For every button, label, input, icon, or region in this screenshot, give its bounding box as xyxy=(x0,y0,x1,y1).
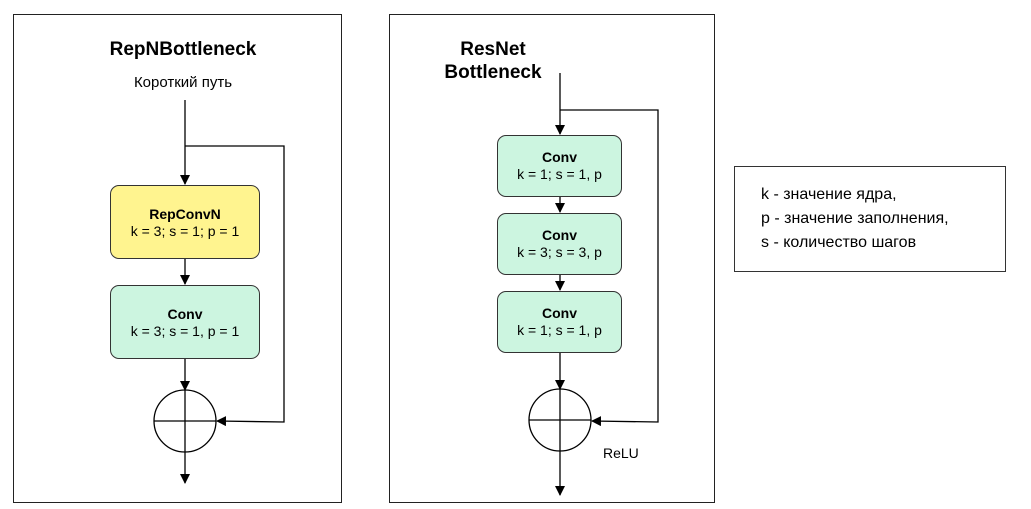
legend-line-stride: s - количество шагов xyxy=(761,234,917,251)
resnet-conv2-name: Conv xyxy=(542,227,577,243)
repn-conv-name: Conv xyxy=(167,306,203,322)
repn-title: RepNBottleneck xyxy=(109,39,257,60)
legend-line-kernel: k - значение ядра, xyxy=(761,186,897,203)
repn-repconvn-params: k = 3; s = 1; p = 1 xyxy=(130,223,240,239)
resnet-conv3-block: Conv k = 1; s = 1, p xyxy=(497,291,622,353)
resnet-shortcut-line xyxy=(560,109,659,427)
resnet-conv1-name: Conv xyxy=(542,149,577,165)
resnet-relu-label: ReLU xyxy=(603,445,639,461)
repn-conv-params: k = 3; s = 1, p = 1 xyxy=(130,323,240,339)
resnet-conv3-name: Conv xyxy=(542,305,577,321)
repn-adder-node xyxy=(153,389,217,453)
resnet-conv1-block: Conv k = 1; s = 1, p xyxy=(497,135,622,197)
resnet-conv2-params: k = 3; s = 3, p xyxy=(517,244,602,260)
resnet-conv1-params: k = 1; s = 1, p xyxy=(517,166,602,182)
repn-conv-block: Conv k = 3; s = 1, p = 1 xyxy=(110,285,260,359)
resnet-conv3-params: k = 1; s = 1, p xyxy=(517,322,602,338)
repn-shortcut-line xyxy=(185,145,285,427)
resnet-adder-node xyxy=(528,388,592,452)
resnet-title-line1: ResNet xyxy=(460,39,526,60)
repn-shortcut-label: Короткий путь xyxy=(133,74,233,91)
resnet-conv2-block: Conv k = 3; s = 3, p xyxy=(497,213,622,275)
legend-line-padding: p - значение заполнения, xyxy=(761,210,949,227)
repn-repconvn-block: RepConvN k = 3; s = 1; p = 1 xyxy=(110,185,260,259)
resnet-title-line2: Bottleneck xyxy=(444,62,542,83)
repn-repconvn-name: RepConvN xyxy=(149,206,221,222)
legend-box: k - значение ядра, p - значение заполнен… xyxy=(734,166,1006,272)
